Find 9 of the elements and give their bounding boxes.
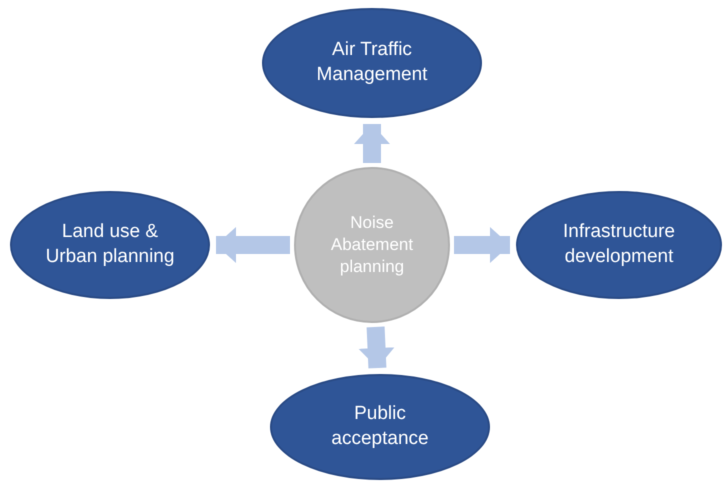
block-arrow [354, 124, 390, 163]
block-arrow [358, 326, 394, 368]
node-label: Land use & Urban planning [45, 220, 175, 269]
node-label: Infrastructure development [562, 220, 676, 269]
block-arrow [216, 227, 290, 263]
node-label: Public acceptance [330, 402, 430, 451]
node-label: Air Traffic Management [316, 38, 428, 87]
block-arrow [454, 227, 510, 263]
node-label: Noise Abatement planning [330, 212, 414, 278]
